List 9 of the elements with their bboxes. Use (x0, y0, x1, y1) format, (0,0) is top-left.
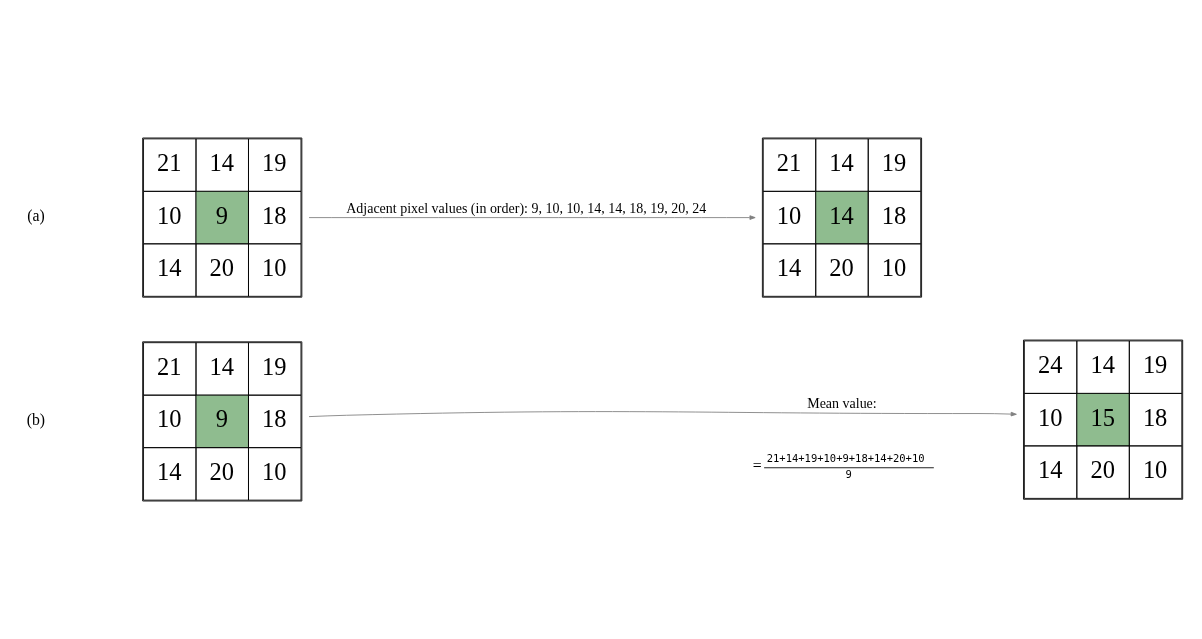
edge-label: Mean value: (807, 396, 877, 412)
arrow (308, 215, 756, 220)
arrow (308, 411, 1017, 418)
label: 21+14+19+10+9+18+14+20+10 (766, 452, 925, 465)
label: (b) (26, 411, 46, 429)
label: 9 (845, 467, 852, 480)
label: (a) (27, 207, 45, 225)
edge-label: Adjacent pixel values (in order): 9, 10, 10, 14, 14, 18, 19, 20, 24 (346, 201, 707, 217)
label: = (752, 456, 762, 474)
